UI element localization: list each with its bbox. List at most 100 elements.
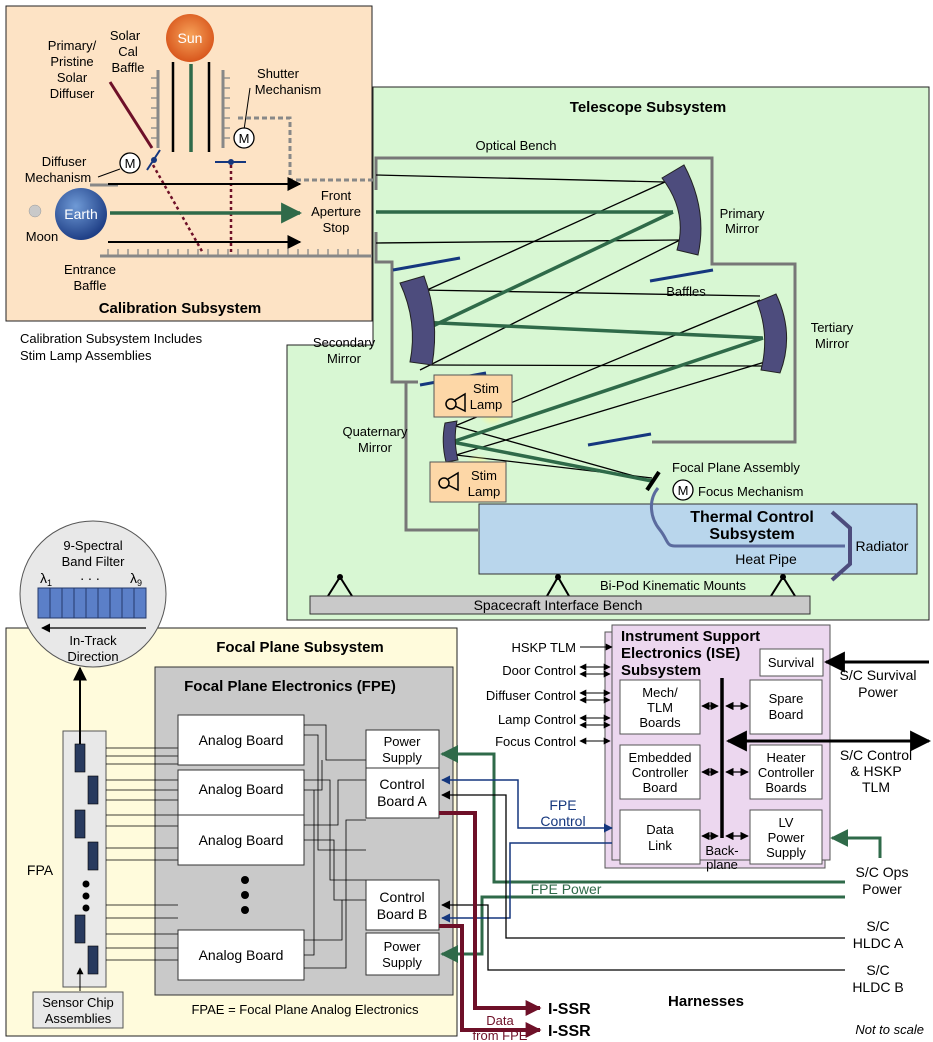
mech-tlm-label-3: Boards xyxy=(639,715,681,730)
shutter-motor-letter: M xyxy=(239,131,250,146)
control-a-label-1: Control xyxy=(379,776,424,792)
mech-tlm-label-2: TLM xyxy=(647,700,673,715)
analog-board-label-3: Analog Board xyxy=(199,832,284,848)
sc-ops-to-lv-line xyxy=(832,838,880,858)
heat-pipe-label: Heat Pipe xyxy=(735,551,797,567)
diffuser-control-label: Diffuser Control xyxy=(486,688,576,703)
embedded-label-3: Board xyxy=(643,780,678,795)
thermal-title-line1: Thermal Control xyxy=(690,509,814,526)
analog-board-label-1: Analog Board xyxy=(199,732,284,748)
fpe-power-label: FPE Power xyxy=(531,881,602,897)
analog-board-dots xyxy=(241,876,249,914)
sc-survival-label-2: Power xyxy=(858,684,898,700)
sensor-chip-label-1: Sensor Chip xyxy=(42,995,114,1010)
in-track-label-1: In-Track xyxy=(69,633,117,648)
analog-board-label-2: Analog Board xyxy=(199,781,284,797)
front-aperture-label-3: Stop xyxy=(323,220,350,235)
moon-icon xyxy=(29,205,41,217)
primary-diffuser-label-2: Pristine xyxy=(50,54,93,69)
sc-ops-label-2: Power xyxy=(862,881,902,897)
sun-label: Sun xyxy=(178,30,203,46)
quaternary-mirror-label-1: Quaternary xyxy=(342,424,408,439)
in-track-label-2: Direction xyxy=(67,649,118,664)
calibration-note-2: Stim Lamp Assemblies xyxy=(20,348,152,363)
lamp-control-label: Lamp Control xyxy=(498,712,576,727)
power-supply-b-label-1: Power xyxy=(384,939,422,954)
telescope-title: Telescope Subsystem xyxy=(570,99,726,116)
ise-title-1: Instrument Support xyxy=(621,628,760,645)
sc-ops-label-1: S/C Ops xyxy=(856,864,909,880)
issr-label-1: I-SSR xyxy=(548,1001,591,1018)
hldc-a-label-1: S/C xyxy=(866,918,889,934)
fpe-title: Focal Plane Electronics (FPE) xyxy=(184,678,396,695)
interface-bench-label: Spacecraft Interface Bench xyxy=(474,597,643,613)
focus-mechanism-label: Focus Mechanism xyxy=(698,484,803,499)
fpa-label: FPA xyxy=(27,862,54,878)
hldc-a-label-2: HLDC A xyxy=(853,935,904,951)
focal-plane-subsystem: Focal Plane Subsystem FPA Sensor Chip As… xyxy=(6,628,457,1036)
control-b-label-2: Board B xyxy=(377,906,428,922)
calibration-subsystem: Calibration Subsystem Sun Solar Cal Baff… xyxy=(6,6,374,363)
front-aperture-label-2: Aperture xyxy=(311,204,361,219)
sensor-chip-label-2: Assemblies xyxy=(45,1011,112,1026)
backplane-label-2: plane xyxy=(706,857,738,872)
sc-control-label-1: S/C Control xyxy=(840,747,912,763)
primary-diffuser-label-1: Primary/ xyxy=(48,38,97,53)
front-aperture-label-1: Front xyxy=(321,188,352,203)
issr-label-2: I-SSR xyxy=(548,1023,591,1040)
shutter-label-1: Shutter xyxy=(257,66,300,81)
moon-label: Moon xyxy=(26,229,59,244)
data-link-label-1: Data xyxy=(646,822,674,837)
power-supply-a-label-1: Power xyxy=(384,734,422,749)
survival-label: Survival xyxy=(768,655,814,670)
not-to-scale-label: Not to scale xyxy=(855,1022,924,1037)
secondary-mirror-label-2: Mirror xyxy=(327,351,362,366)
diffuser-mech-label-1: Diffuser xyxy=(42,154,87,169)
focus-control-label: Focus Control xyxy=(495,734,576,749)
sc-survival-label-1: S/C Survival xyxy=(839,667,916,683)
shutter-pivot xyxy=(228,159,234,165)
hldc-b-label-2: HLDC B xyxy=(852,979,903,995)
power-supply-b-label-2: Supply xyxy=(382,955,422,970)
heater-label-2: Controller xyxy=(758,765,815,780)
filter-dots: . . . xyxy=(80,567,99,583)
ise-title-3: Subsystem xyxy=(621,662,701,679)
solar-cal-baffle-label-1: Solar xyxy=(110,28,141,43)
solar-cal-baffle-label-2: Cal xyxy=(118,44,138,59)
embedded-label-2: Controller xyxy=(632,765,689,780)
primary-mirror-label-2: Mirror xyxy=(725,221,760,236)
spectral-filter: 9-Spectral Band Filter λ1 . . . λ9 In-Tr… xyxy=(20,521,166,667)
secondary-mirror-label-1: Secondary xyxy=(313,335,376,350)
diffuser-pivot xyxy=(151,157,157,163)
radiator-label: Radiator xyxy=(856,538,909,554)
fpe-control-label-1: FPE xyxy=(549,797,576,813)
data-from-fpe-label-2: from FPE xyxy=(473,1028,528,1042)
backplane-label-1: Back- xyxy=(705,843,738,858)
diffuser-mech-label-2: Mechanism xyxy=(25,170,91,185)
focus-motor-letter: M xyxy=(678,483,689,498)
optical-bench-label: Optical Bench xyxy=(476,138,557,153)
power-supply-a-label-2: Supply xyxy=(382,750,422,765)
spare-label-1: Spare xyxy=(769,691,804,706)
data-link-label-2: Link xyxy=(648,838,672,853)
ise-title-2: Electronics (ISE) xyxy=(621,645,740,662)
stim-lamp-upper-label-2: Lamp xyxy=(470,397,503,412)
quaternary-mirror-label-2: Mirror xyxy=(358,440,393,455)
lv-power-label-1: LV xyxy=(779,815,794,830)
stim-lamp-upper-label-1: Stim xyxy=(473,381,499,396)
filter-bands xyxy=(38,588,146,618)
earth-label: Earth xyxy=(64,206,97,222)
focal-plane-title: Focal Plane Subsystem xyxy=(216,639,384,656)
entrance-baffle-label-2: Baffle xyxy=(73,278,106,293)
focal-plane-assembly-label: Focal Plane Assembly xyxy=(672,460,800,475)
hskp-tlm-label: HSKP TLM xyxy=(511,640,576,655)
spare-label-2: Board xyxy=(769,707,804,722)
stim-lamp-lower-label-1: Stim xyxy=(471,468,497,483)
hldc-b-label-1: S/C xyxy=(866,962,889,978)
bipod-label: Bi-Pod Kinematic Mounts xyxy=(600,578,746,593)
primary-mirror-label-1: Primary xyxy=(720,206,765,221)
ise-subsystem: Instrument Support Electronics (ISE) Sub… xyxy=(605,625,830,872)
diffuser-motor-letter: M xyxy=(125,156,136,171)
door-control-label: Door Control xyxy=(502,663,576,678)
